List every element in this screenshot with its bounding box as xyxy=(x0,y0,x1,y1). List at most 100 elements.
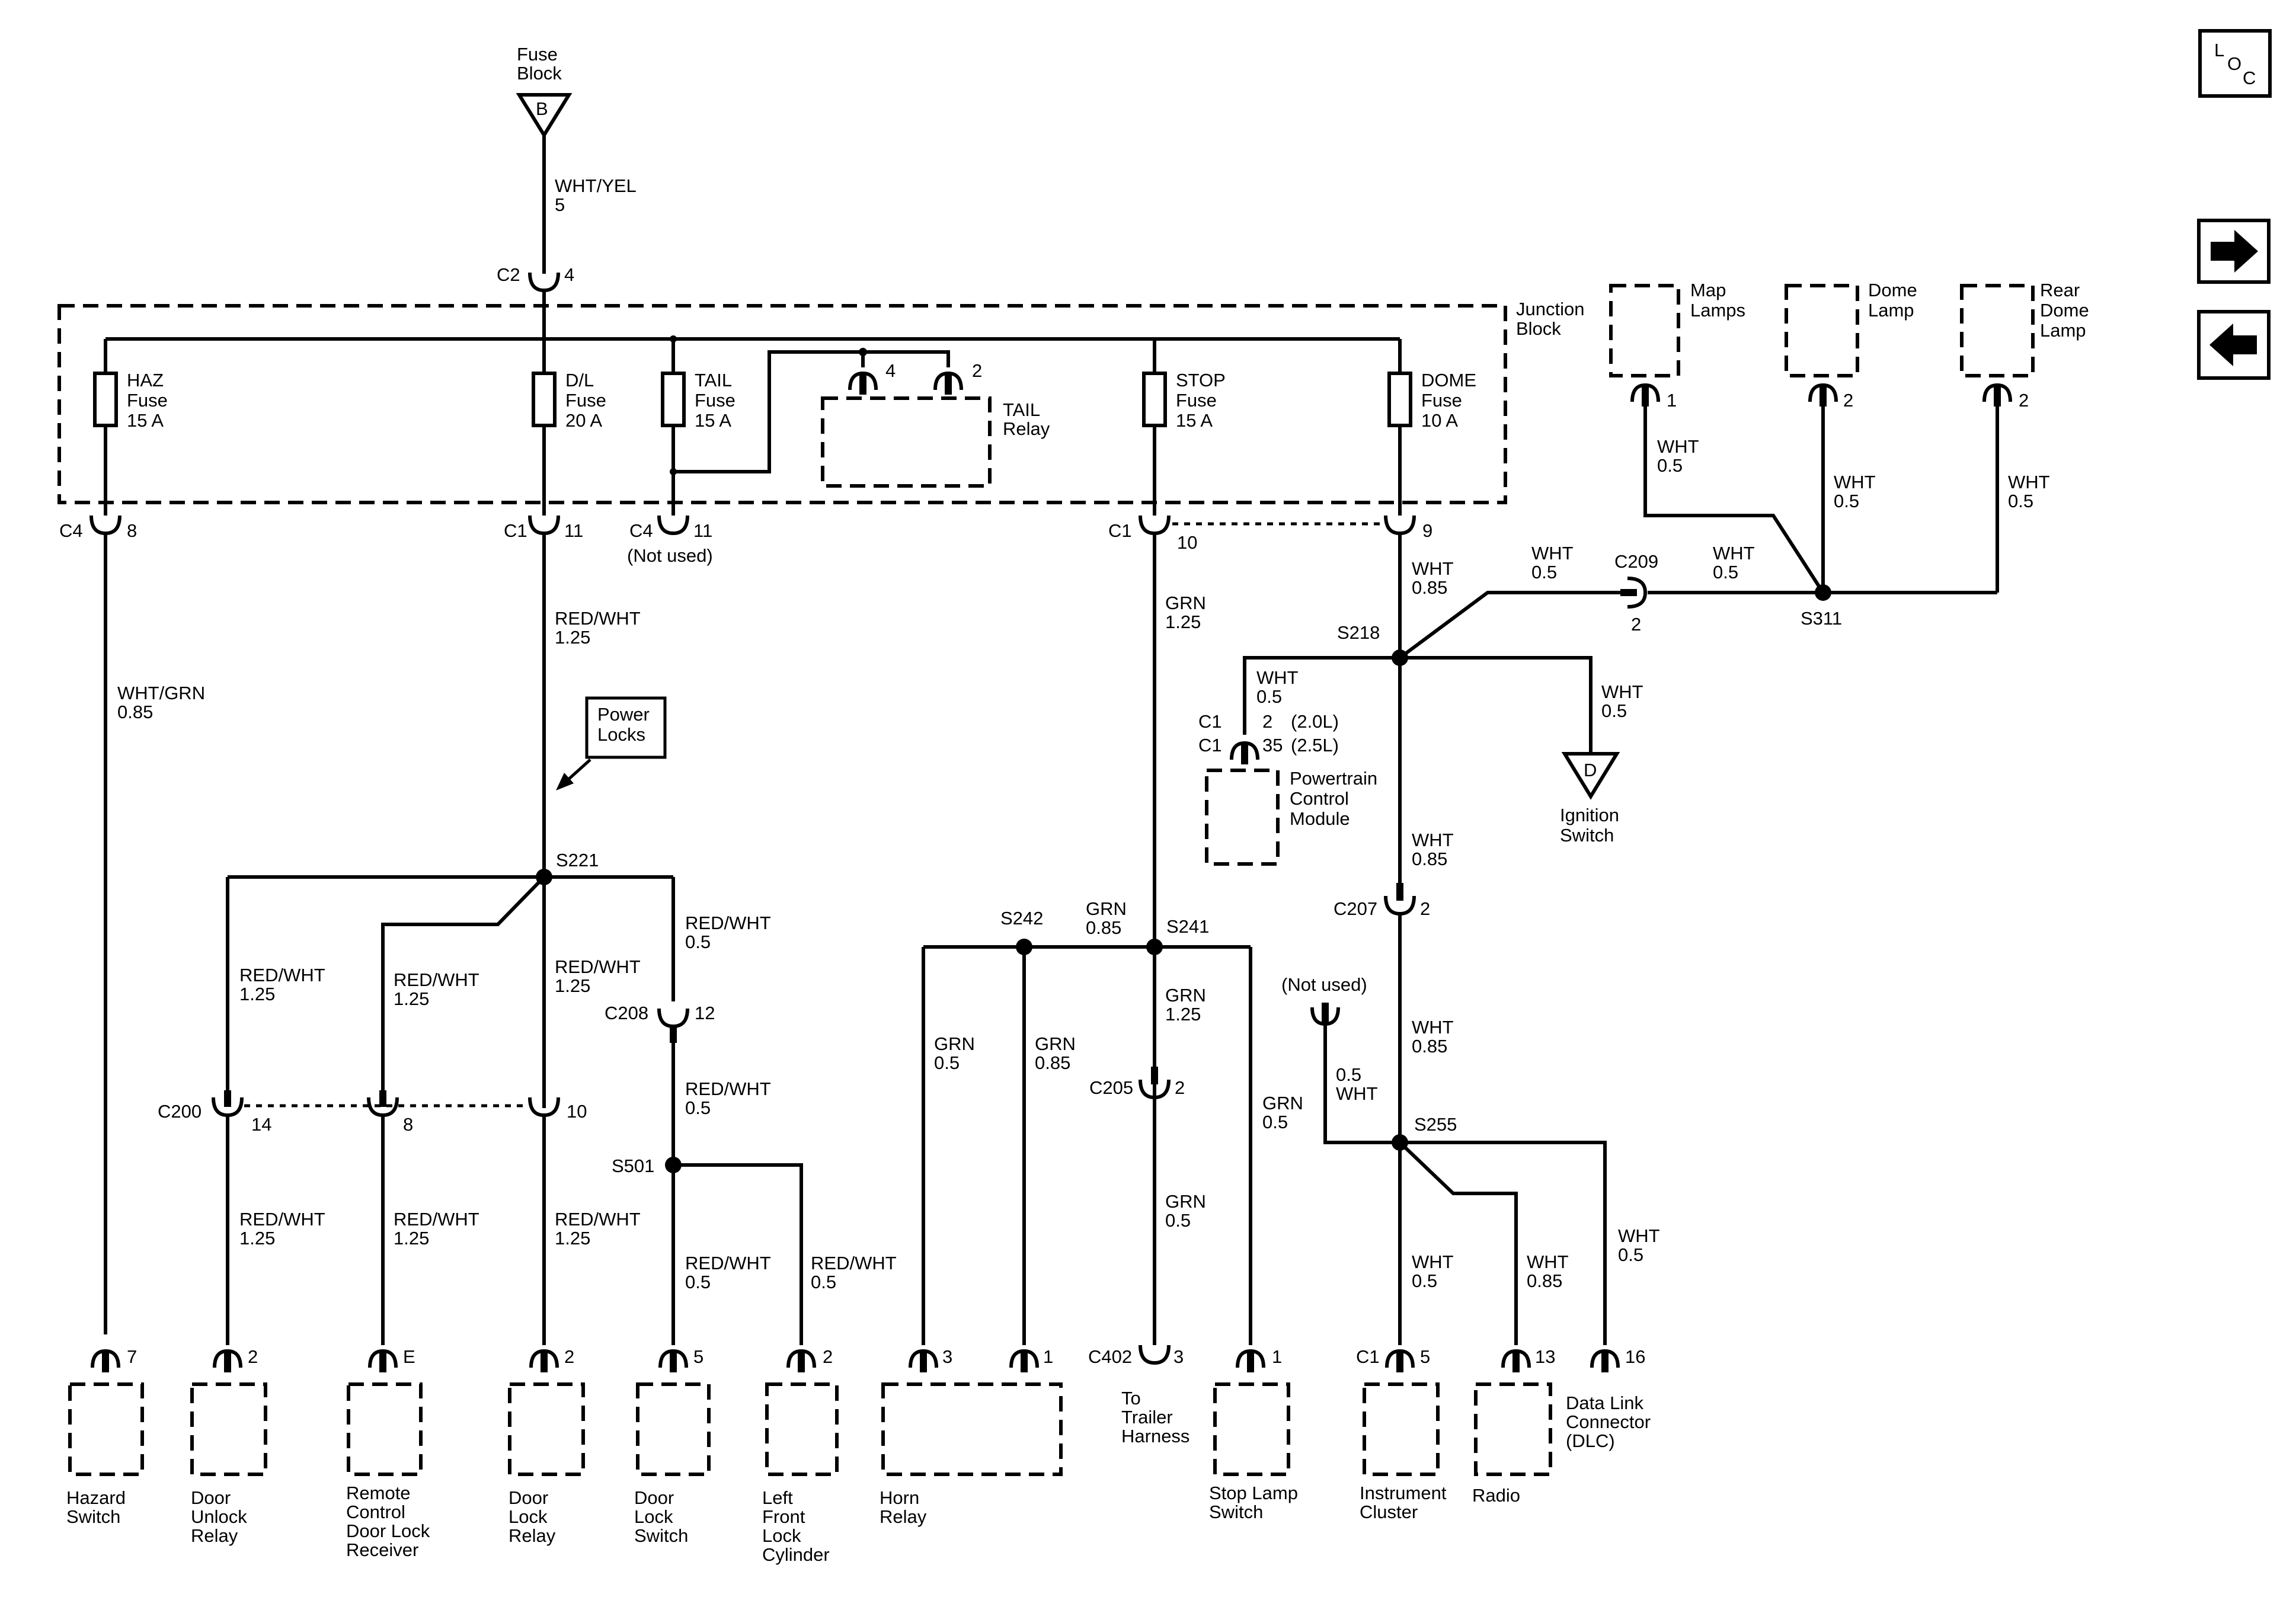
svg-text:12: 12 xyxy=(695,1003,715,1023)
svg-text:15 A: 15 A xyxy=(1176,410,1213,431)
tail-fuse xyxy=(663,373,684,425)
svg-text:0.85: 0.85 xyxy=(1412,849,1447,869)
svg-text:Lock: Lock xyxy=(634,1506,673,1527)
svg-text:(Not used): (Not used) xyxy=(627,545,713,566)
svg-text:C1: C1 xyxy=(1198,735,1222,756)
svg-text:C2: C2 xyxy=(497,264,520,285)
svg-text:0.85: 0.85 xyxy=(1527,1270,1562,1291)
svg-text:Instrument: Instrument xyxy=(1360,1483,1447,1503)
svg-text:2: 2 xyxy=(2019,390,2029,411)
svg-text:1: 1 xyxy=(1667,390,1677,411)
svg-text:0.5: 0.5 xyxy=(1713,562,1738,582)
svg-text:Fuse: Fuse xyxy=(127,390,168,411)
svg-text:Lamps: Lamps xyxy=(1690,300,1745,321)
svg-text:0.5: 0.5 xyxy=(1165,1210,1191,1231)
svg-text:Fuse: Fuse xyxy=(695,390,736,411)
svg-text:0.5: 0.5 xyxy=(1412,1270,1437,1291)
svg-text:2: 2 xyxy=(1262,711,1272,732)
svg-text:0.85: 0.85 xyxy=(1086,917,1121,938)
svg-text:Trailer: Trailer xyxy=(1121,1407,1173,1427)
svg-text:WHT: WHT xyxy=(1336,1083,1378,1104)
svg-text:RED/WHT: RED/WHT xyxy=(394,969,479,990)
svg-text:S501: S501 xyxy=(612,1156,654,1176)
dlc-terminal xyxy=(1592,1351,1618,1372)
svg-text:C207: C207 xyxy=(1334,898,1377,919)
svg-text:Switch: Switch xyxy=(66,1506,120,1527)
svg-text:WHT: WHT xyxy=(1713,543,1755,564)
to-trailer-harness: To xyxy=(1121,1388,1141,1409)
arrow-right-icon[interactable] xyxy=(2197,219,2271,284)
svg-text:RED/WHT: RED/WHT xyxy=(685,1078,771,1099)
svg-text:2: 2 xyxy=(248,1346,258,1367)
svg-text:C205: C205 xyxy=(1089,1077,1133,1098)
svg-text:C402: C402 xyxy=(1088,1346,1132,1367)
svg-text:Fuse: Fuse xyxy=(1421,390,1462,411)
svg-text:Relay: Relay xyxy=(191,1525,238,1546)
pcm-terminal xyxy=(1232,743,1258,764)
svg-text:0.5: 0.5 xyxy=(685,1272,711,1292)
svg-text:0.5: 0.5 xyxy=(685,1097,711,1118)
left-front-lock-cylinder xyxy=(765,1351,839,1476)
svg-text:8: 8 xyxy=(403,1114,413,1135)
arrow-left-icon[interactable] xyxy=(2197,310,2271,380)
svg-text:DOME: DOME xyxy=(1421,370,1476,391)
svg-text:Locks: Locks xyxy=(597,724,645,745)
fuse-block-source: Fuse Block B xyxy=(516,44,573,139)
svg-text:Map: Map xyxy=(1690,280,1726,300)
svg-text:Hazard: Hazard xyxy=(66,1487,126,1508)
svg-text:RED/WHT: RED/WHT xyxy=(394,1209,479,1230)
svg-text:20 A: 20 A xyxy=(565,410,602,431)
svg-text:GRN: GRN xyxy=(1165,985,1206,1006)
svg-text:0.5: 0.5 xyxy=(1834,491,1859,511)
power-locks-reference[interactable]: Power Locks xyxy=(556,696,667,790)
svg-text:(2.0L): (2.0L) xyxy=(1291,711,1339,732)
svg-text:8: 8 xyxy=(127,520,137,541)
loc-l: L xyxy=(2214,40,2224,60)
svg-text:1.25: 1.25 xyxy=(394,988,429,1009)
svg-text:Dome: Dome xyxy=(2040,300,2089,321)
svg-text:(DLC): (DLC) xyxy=(1566,1430,1615,1451)
svg-text:Ignition: Ignition xyxy=(1560,805,1619,825)
svg-text:WHT: WHT xyxy=(1412,558,1454,579)
svg-text:11: 11 xyxy=(693,520,712,541)
svg-text:1: 1 xyxy=(1272,1346,1282,1367)
svg-text:2: 2 xyxy=(1631,614,1641,635)
tail-relay xyxy=(821,373,992,488)
svg-text:E: E xyxy=(403,1346,415,1367)
svg-text:2: 2 xyxy=(1843,390,1853,411)
svg-text:C1: C1 xyxy=(1108,520,1132,541)
svg-text:RED/WHT: RED/WHT xyxy=(685,913,771,933)
connector-c1-11 xyxy=(530,516,558,533)
svg-text:RED/WHT: RED/WHT xyxy=(239,1209,325,1230)
svg-text:Horn: Horn xyxy=(880,1487,919,1508)
svg-text:0.85: 0.85 xyxy=(1412,1036,1447,1057)
svg-text:10: 10 xyxy=(567,1101,587,1122)
connector-c4-11 xyxy=(659,516,687,533)
loc-icon[interactable]: L O C xyxy=(2198,29,2272,98)
svg-text:WHT: WHT xyxy=(1256,667,1299,688)
svg-text:D/L: D/L xyxy=(565,370,594,391)
svg-text:Block: Block xyxy=(1516,318,1561,339)
svg-text:5: 5 xyxy=(555,194,565,215)
svg-text:1.25: 1.25 xyxy=(555,975,590,996)
radio xyxy=(1474,1351,1552,1476)
instrument-cluster xyxy=(1363,1351,1440,1476)
svg-text:9: 9 xyxy=(1422,520,1432,541)
svg-text:WHT: WHT xyxy=(2008,472,2050,492)
svg-text:C4: C4 xyxy=(59,520,83,541)
svg-text:Stop Lamp: Stop Lamp xyxy=(1209,1483,1298,1503)
data-link-connector: Data Link xyxy=(1566,1393,1643,1413)
svg-text:Lamp: Lamp xyxy=(1868,300,1914,321)
svg-text:2: 2 xyxy=(972,360,982,381)
svg-text:0.5: 0.5 xyxy=(1657,455,1683,476)
svg-text:0.85: 0.85 xyxy=(1035,1052,1070,1073)
svg-text:Rear: Rear xyxy=(2040,280,2080,300)
svg-text:Connector: Connector xyxy=(1566,1411,1651,1432)
notused-terminal xyxy=(1312,1003,1338,1024)
svg-text:3: 3 xyxy=(1173,1346,1184,1367)
svg-text:HAZ: HAZ xyxy=(127,370,164,391)
svg-text:WHT/GRN: WHT/GRN xyxy=(117,683,205,703)
door-lock-switch xyxy=(636,1351,711,1476)
svg-text:S221: S221 xyxy=(556,850,599,870)
svg-text:11: 11 xyxy=(564,520,583,541)
